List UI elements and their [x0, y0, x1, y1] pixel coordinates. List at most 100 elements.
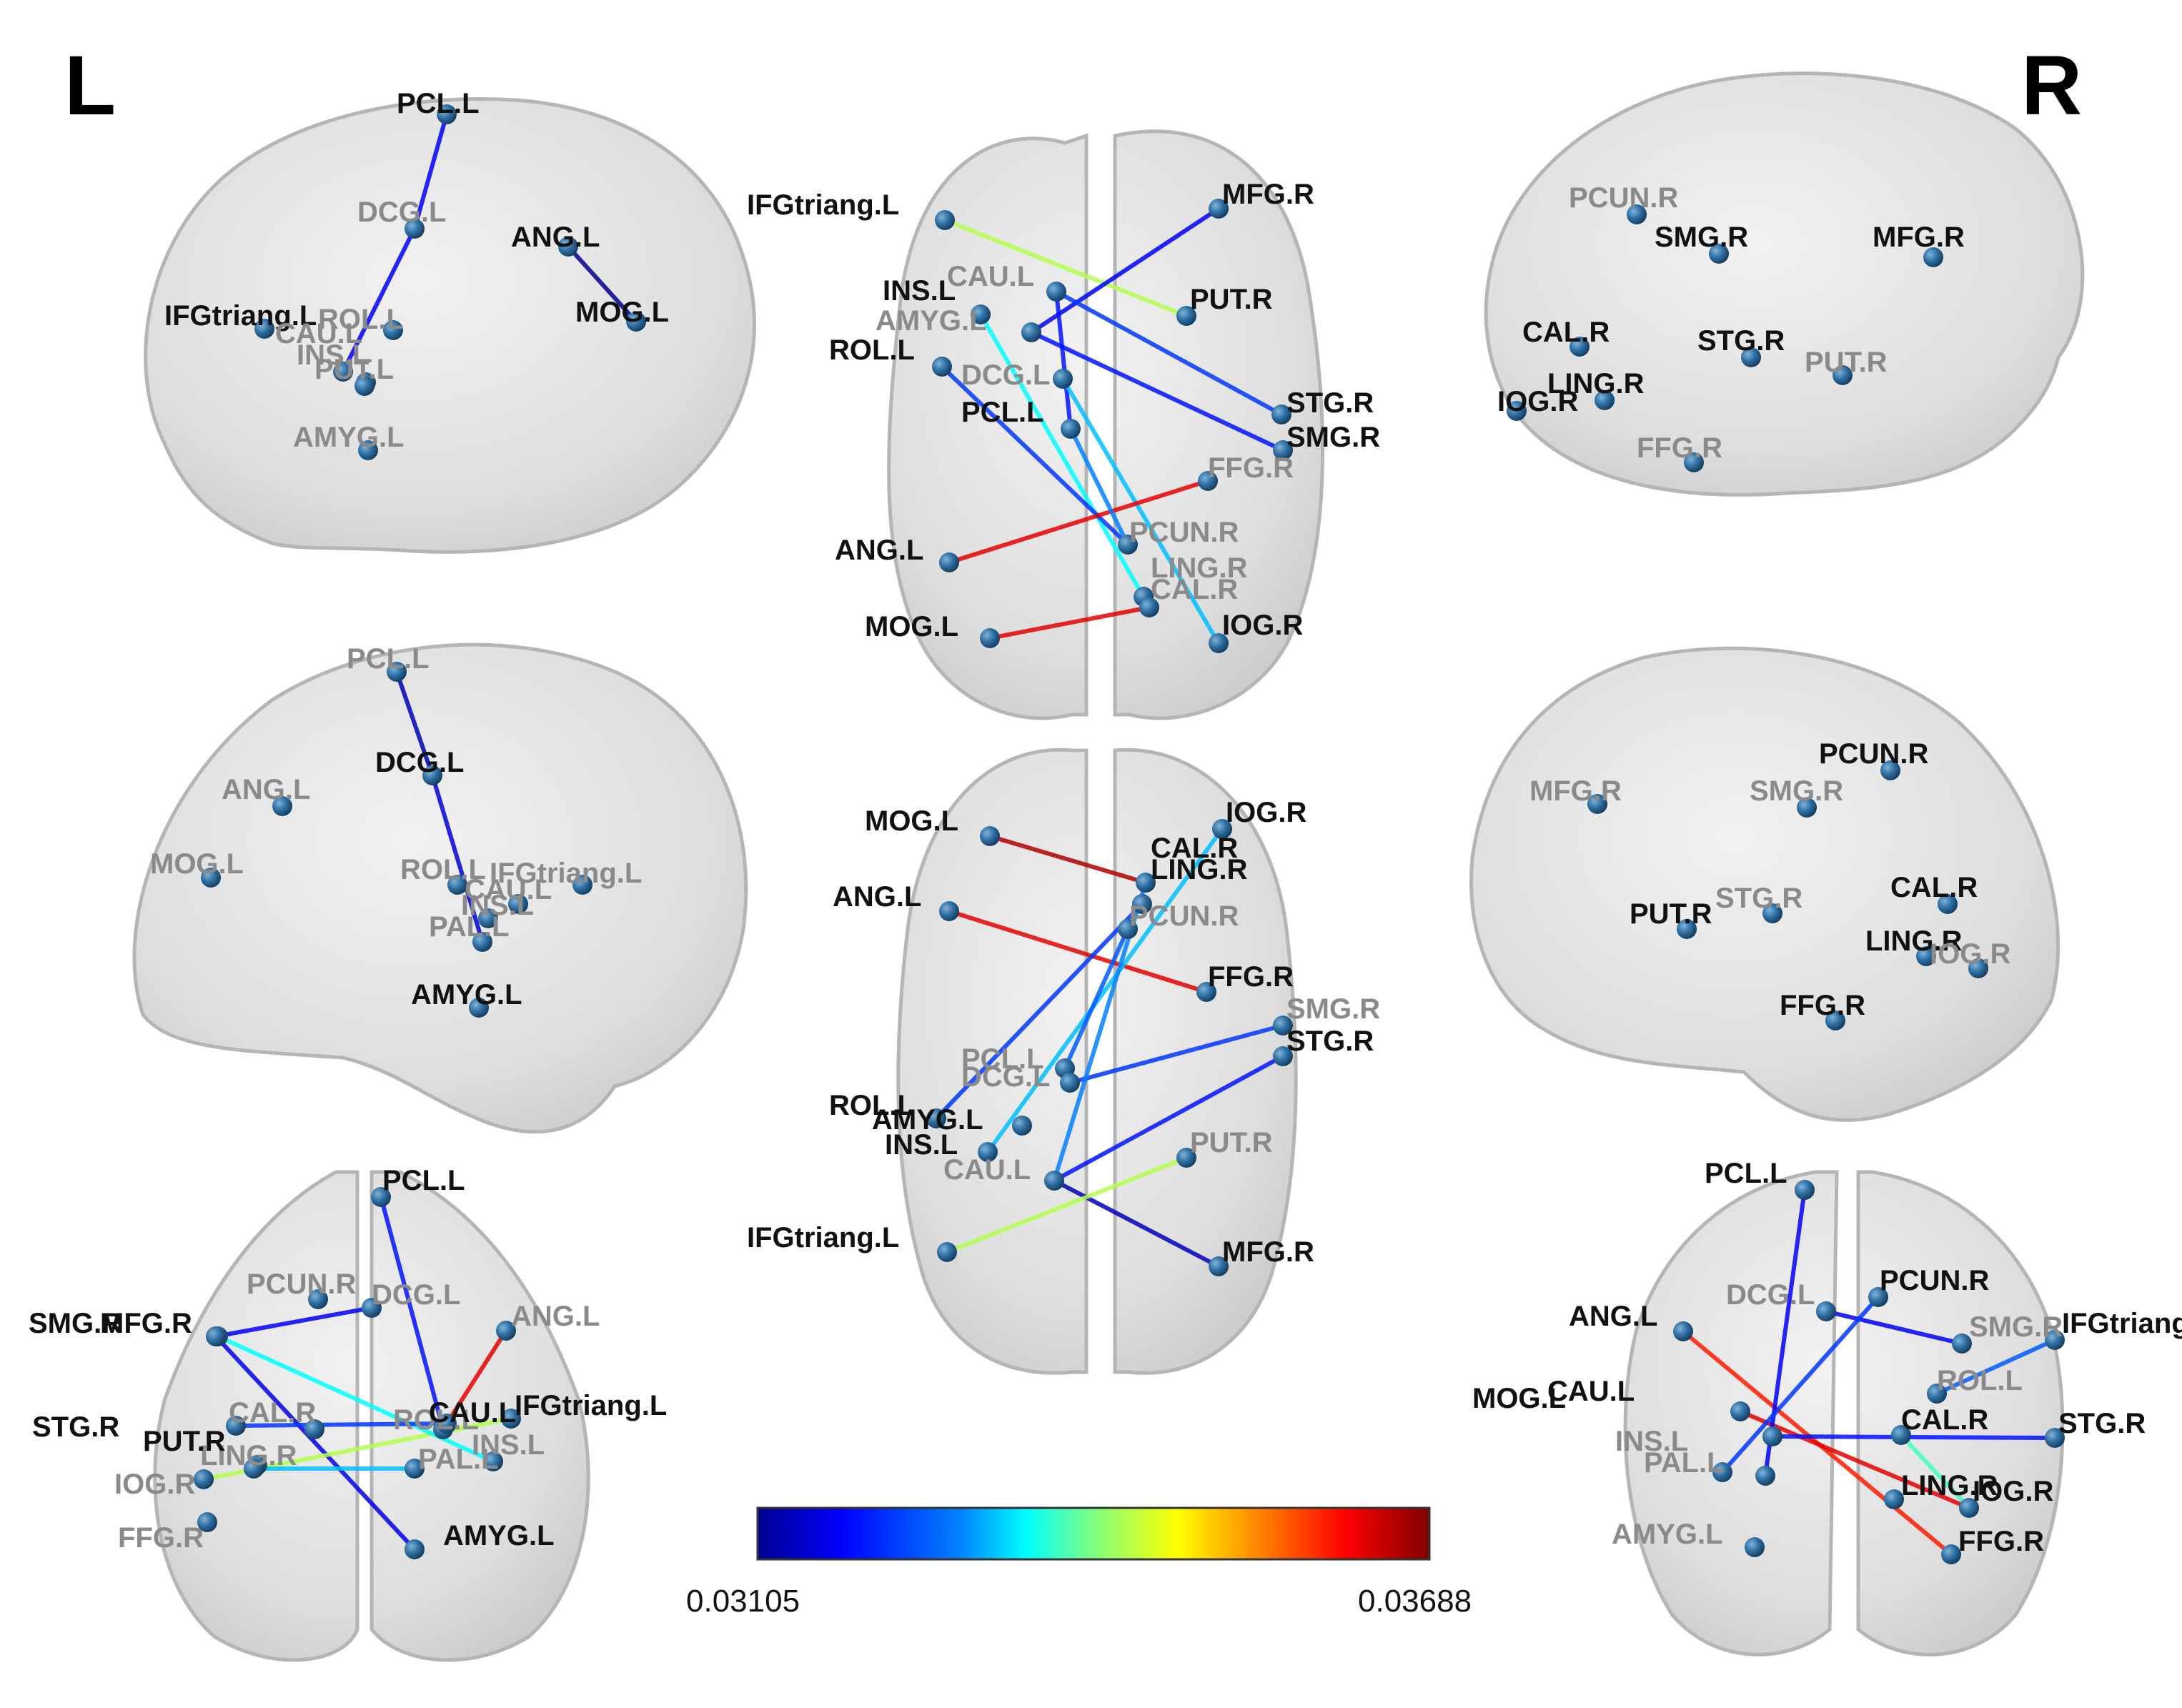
edge-coronal-back-7 [235, 1421, 447, 1428]
node-label-right-medial-7: IOG.R [1930, 938, 2010, 970]
node-label-coronal-back-6: STG.R [32, 1411, 119, 1443]
edge-axial-bottom-1 [948, 909, 1207, 994]
node-right-lateral-4 [1741, 347, 1761, 367]
node-axial-bottom-12 [1012, 1116, 1032, 1136]
node-label-right-lateral-4: STG.R [1697, 325, 1785, 357]
node-coronal-front-15 [1745, 1537, 1765, 1557]
node-label-coronal-front-1: DCG.L [1726, 1279, 1815, 1311]
node-coronal-back-2 [362, 1298, 382, 1318]
network-nodes [194, 104, 2065, 1564]
node-label-left-lateral-1: DCG.L [357, 197, 446, 228]
node-right-lateral-5 [1833, 365, 1853, 385]
node-label-axial-top-3: CAU.L [947, 261, 1034, 292]
node-right-medial-5 [1762, 903, 1782, 923]
node-label-axial-bottom-13: INS.L [885, 1129, 958, 1161]
node-labels: PCL.L DCG.L ANG.L MOG.L IFGtriang.L ROL.L CAU.… [29, 88, 2182, 1557]
edge-coronal-front-4 [1720, 1296, 1880, 1474]
node-coronal-back-3 [496, 1321, 516, 1341]
node-label-coronal-back-0: PCL.L [382, 1165, 465, 1196]
node-coronal-front-7 [1730, 1401, 1750, 1421]
node-label-right-medial-6: LING.R [1865, 925, 1963, 957]
node-left-medial-2 [272, 796, 292, 816]
node-label-left-medial-2: ANG.L [222, 774, 310, 805]
edge-axial-top-9 [989, 605, 1150, 640]
node-label-left-medial-9: AMYG.L [411, 979, 522, 1011]
node-axial-top-5 [1176, 306, 1196, 326]
node-label-right-medial-3: CAL.R [1890, 872, 1978, 903]
node-label-left-lateral-3: MOG.L [575, 297, 669, 328]
edge-axial-bottom-7 [946, 1156, 1188, 1254]
edge-axial-bottom-4 [1053, 1054, 1284, 1183]
node-axial-top-13 [939, 552, 959, 572]
node-axial-bottom-7 [1273, 1016, 1293, 1036]
node-label-axial-bottom-3: LING.R [1151, 854, 1248, 885]
node-label-axial-top-11: FFG.R [1208, 452, 1294, 484]
node-label-right-lateral-8: FFG.R [1637, 432, 1722, 464]
node-left-lateral-0 [437, 104, 457, 124]
edge-axial-bottom-8 [1063, 928, 1130, 1070]
node-coronal-back-5 [206, 1326, 226, 1346]
node-label-axial-bottom-12: AMYG.L [872, 1104, 983, 1136]
edge-axial-top-8 [948, 479, 1209, 565]
node-left-lateral-8 [354, 376, 375, 396]
node-label-coronal-front-7: MOG.L [1472, 1383, 1566, 1414]
brain-axial-bottom [896, 748, 1298, 1375]
node-left-medial-5 [572, 875, 592, 895]
node-label-coronal-back-5: MFG.R [100, 1308, 192, 1339]
edge-coronal-back-3 [441, 1329, 508, 1431]
node-coronal-front-13 [1884, 1489, 1904, 1509]
node-coronal-back-16 [483, 1451, 503, 1471]
node-coronal-front-3 [1673, 1321, 1693, 1341]
edge-axial-top-1 [1030, 207, 1220, 334]
node-coronal-back-1 [308, 1289, 328, 1309]
node-label-axial-top-1: MFG.R [1222, 179, 1314, 210]
node-right-medial-1 [1587, 794, 1607, 814]
node-coronal-front-12 [1755, 1466, 1775, 1486]
node-label-coronal-front-4: SMG.R [1969, 1311, 2063, 1343]
node-label-right-lateral-5: PUT.R [1805, 347, 1888, 378]
edge-coronal-back-2 [214, 1334, 417, 1551]
edge-left-medial-0 [395, 671, 435, 776]
node-label-right-medial-0: PCUN.R [1819, 738, 1928, 770]
edge-coronal-front-5 [1772, 1434, 2055, 1440]
node-label-axial-bottom-7: SMG.R [1286, 993, 1380, 1025]
node-label-coronal-front-5: IFGtriang.L [2062, 1308, 2182, 1339]
node-axial-bottom-14 [1044, 1171, 1064, 1191]
node-label-coronal-front-12: PAL.L [1644, 1447, 1725, 1479]
node-left-lateral-6 [333, 362, 353, 382]
node-right-medial-0 [1880, 760, 1900, 780]
node-right-lateral-3 [1569, 337, 1590, 357]
node-label-right-medial-4: PUT.R [1630, 898, 1712, 930]
node-label-axial-bottom-16: IFGtriang.L [747, 1222, 899, 1253]
node-left-lateral-4 [254, 319, 274, 339]
node-left-lateral-3 [626, 312, 646, 332]
brain-coronal-back [153, 1170, 590, 1662]
node-label-left-medial-1: DCG.L [375, 747, 464, 778]
node-label-axial-top-4: AMYG.L [876, 305, 987, 337]
brain-right-medial [1469, 646, 2060, 1122]
node-label-coronal-back-17: AMYG.L [443, 1520, 555, 1551]
network-edges [203, 114, 2056, 1556]
node-label-coronal-front-3: ANG.L [1569, 1301, 1657, 1332]
node-axial-bottom-2 [1136, 873, 1156, 893]
node-label-right-medial-5: STG.R [1715, 883, 1802, 914]
edge-coronal-back-1 [215, 1306, 372, 1339]
node-axial-bottom-16 [937, 1242, 957, 1262]
brain-coronal-front [1623, 1170, 2065, 1657]
node-axial-top-15 [1139, 597, 1159, 617]
edge-coronal-front-6 [1899, 1433, 1971, 1510]
node-label-coronal-back-14: CAU.L [429, 1397, 516, 1429]
node-axial-bottom-17 [1209, 1256, 1229, 1276]
node-right-medial-4 [1677, 919, 1697, 939]
node-label-coronal-back-1: PCUN.R [247, 1268, 356, 1300]
node-label-left-lateral-5: ROL.L [318, 304, 404, 335]
node-label-axial-bottom-0: MOG.L [865, 805, 958, 837]
node-axial-bottom-8 [1273, 1046, 1293, 1066]
node-label-left-lateral-9: AMYG.L [293, 422, 405, 453]
node-axial-top-2 [971, 304, 991, 324]
node-coronal-front-10 [2045, 1428, 2065, 1448]
node-label-right-medial-2: SMG.R [1750, 775, 1843, 807]
node-label-axial-bottom-4: ANG.L [833, 881, 921, 913]
node-axial-bottom-11 [926, 1108, 946, 1128]
brain-shells [132, 71, 2085, 1662]
